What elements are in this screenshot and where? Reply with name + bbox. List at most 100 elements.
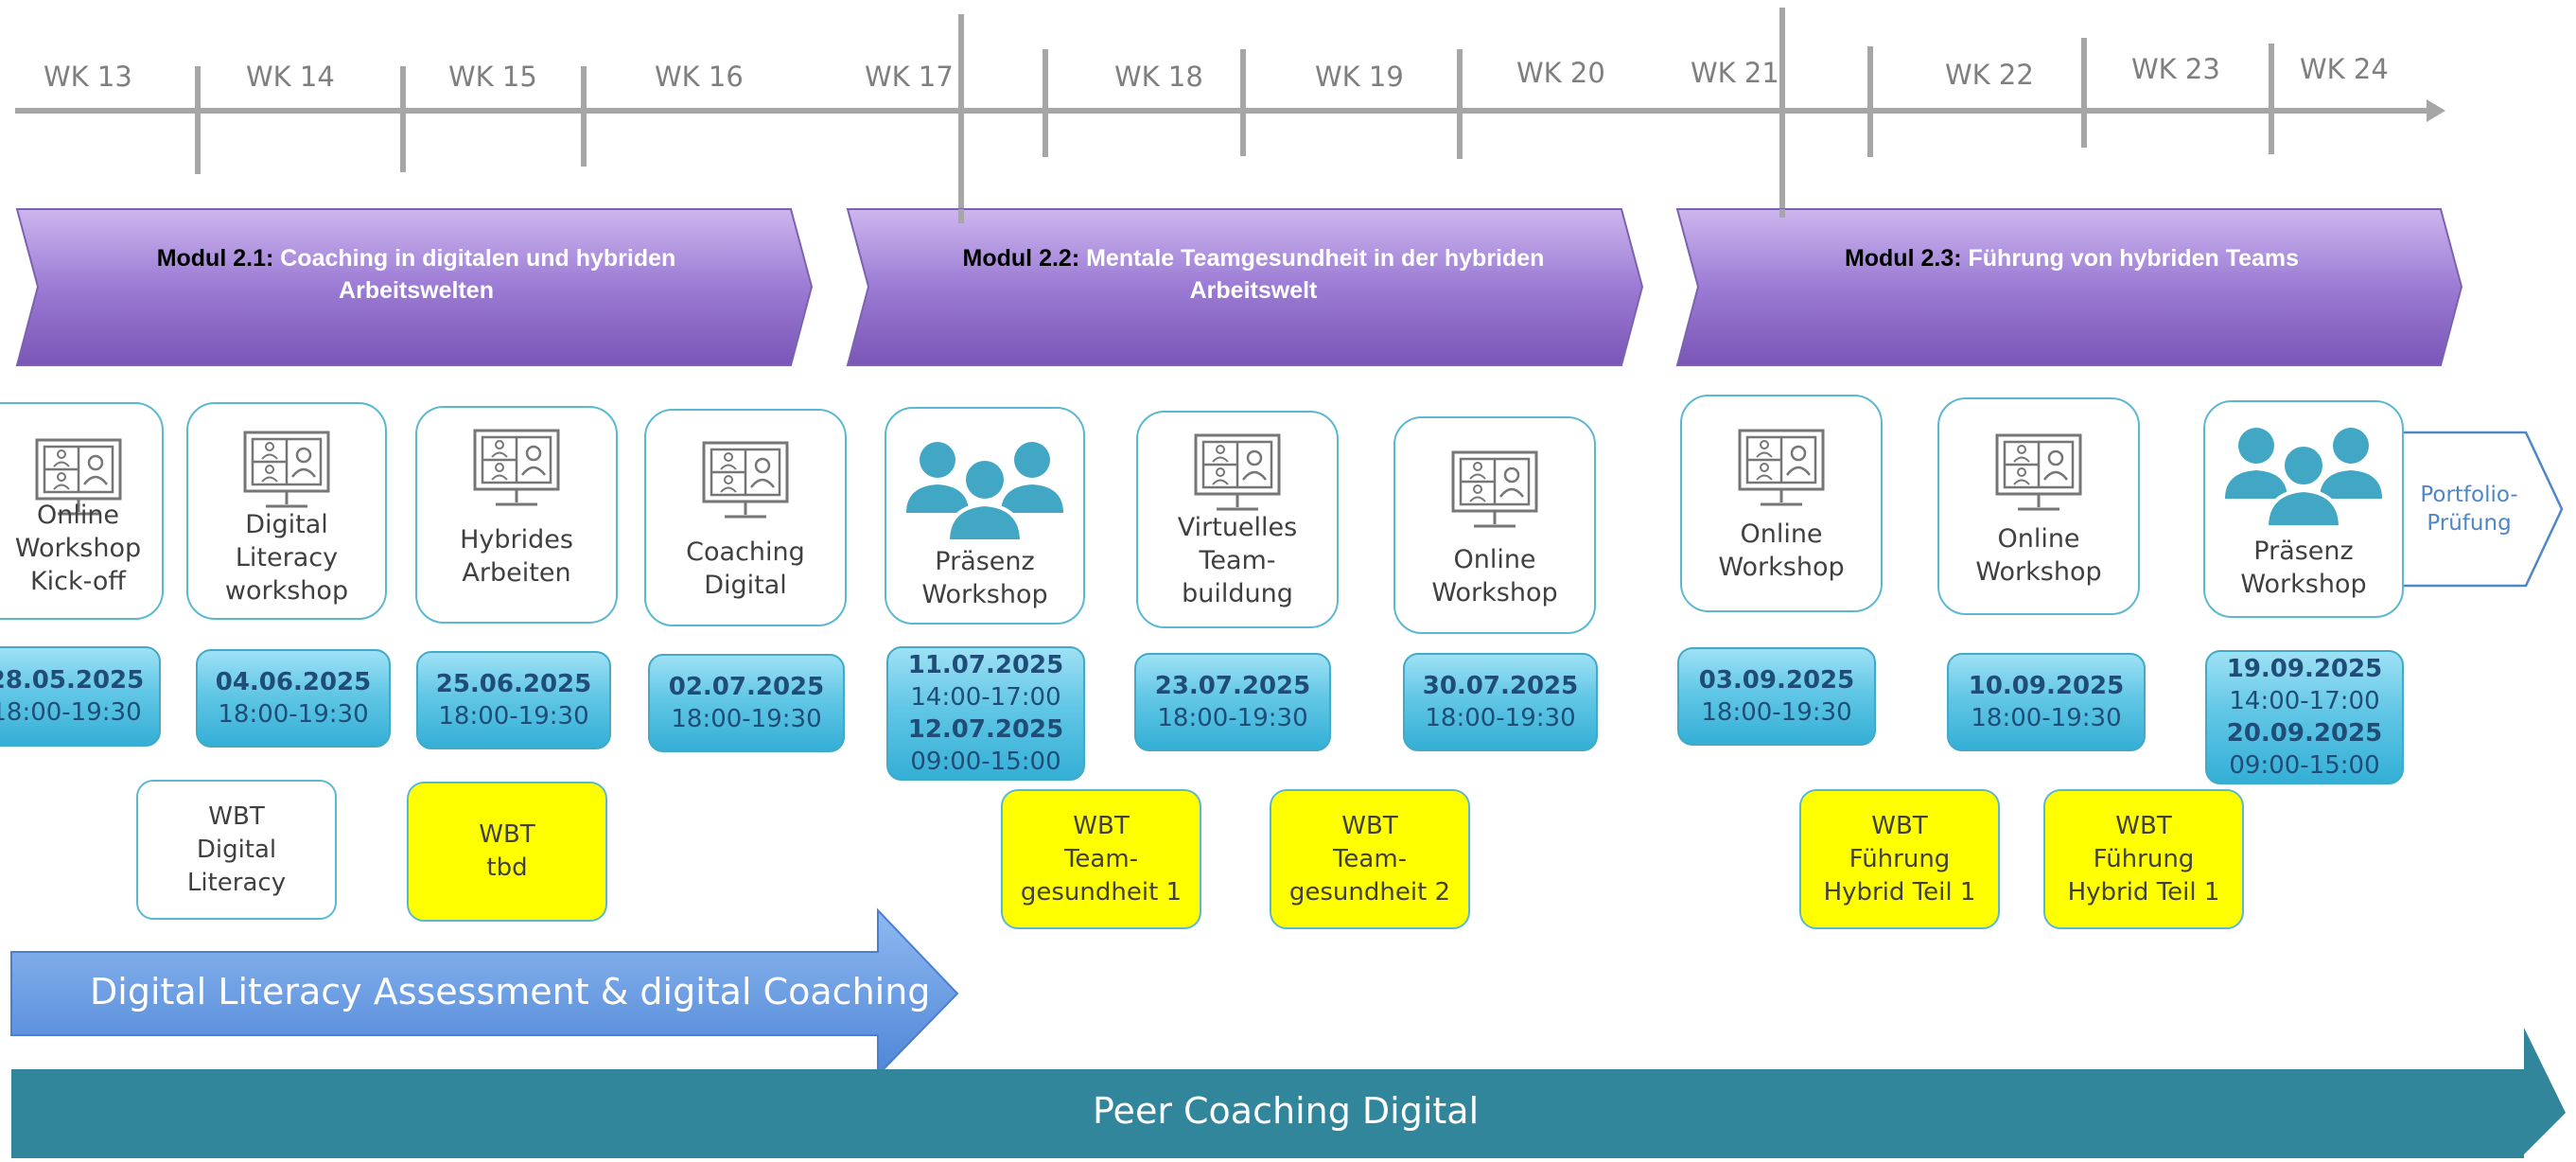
event-time: 18:00-19:30 (1971, 704, 2122, 732)
event-card-online-kickoff: Online Workshop Kick-off (0, 402, 164, 620)
assessment-arrow-label: Digital Literacy Assessment & digital Co… (90, 971, 931, 1012)
date-box: 11.07.2025 14:00-17:00 12.07.2025 09:00-… (886, 646, 1085, 781)
event-label-line: Workshop (921, 580, 1048, 609)
monitor-icon (702, 441, 789, 519)
event-label-line: Online (36, 501, 120, 530)
wbt-line: WBT (1871, 811, 1928, 840)
event-time: 14:00-17:00 (910, 683, 1061, 712)
event-label-line: workshop (224, 576, 349, 606)
event-time: 18:00-19:30 (218, 700, 369, 729)
event-time: 18:00-19:30 (438, 702, 589, 731)
module-name-2: Mentale Teamgesundheit in der hybriden A… (1086, 245, 1545, 304)
week-label-14: WK 14 (246, 61, 335, 93)
event-label-line: Arbeiten (462, 558, 571, 588)
event-time: 14:00-17:00 (2229, 687, 2380, 715)
wbt-line: Hybrid Teil 1 (2067, 877, 2220, 907)
wbt-box-teamgesundheit-1: WBT Team- gesundheit 1 (1001, 789, 1201, 929)
week-label-23: WK 23 (2131, 53, 2220, 85)
wbt-line: WBT (479, 820, 535, 849)
week-label-19: WK 19 (1315, 61, 1404, 93)
event-label-line: Workshop (1718, 553, 1845, 582)
event-label-line: Workshop (14, 534, 142, 563)
event-date: 28.05.2025 (0, 666, 145, 695)
peer-arrow-shape (11, 1028, 2566, 1158)
event-card-coaching-digital: Coaching Digital (644, 409, 847, 626)
wbt-line: Team- (1332, 844, 1408, 873)
module-title-2: Modul 2.2: Mentale Teamgesundheit in der… (932, 242, 1575, 307)
event-label-line: Virtuelles (1177, 513, 1298, 542)
wbt-line: gesundheit 2 (1288, 877, 1451, 907)
event-time: 09:00-15:00 (910, 748, 1061, 776)
event-card-praesenz-2: Präsenz Workshop (2203, 400, 2404, 618)
wbt-line: Literacy (186, 868, 287, 897)
event-time: 18:00-19:30 (1157, 704, 1308, 732)
event-time: 18:00-19:30 (1701, 698, 1852, 727)
event-date: 19.09.2025 (2226, 655, 2383, 683)
assessment-arrow-shape (10, 907, 959, 1078)
module-chevron-1 (15, 208, 814, 366)
monitor-icon (1451, 450, 1538, 528)
event-label-line: Coaching (686, 537, 805, 567)
module-chevron-2 (846, 208, 1644, 366)
module-name-1: Coaching in digitalen und hybriden Arbei… (280, 245, 676, 304)
wbt-line: Team- (1063, 844, 1139, 873)
event-card-digital-literacy: Digital Literacy workshop (186, 402, 387, 620)
wbt-line: WBT (1341, 811, 1398, 840)
date-box: 19.09.2025 14:00-17:00 20.09.2025 09:00-… (2205, 650, 2404, 784)
wbt-box-fuehrung-hybrid-1: WBT Führung Hybrid Teil 1 (1799, 789, 2000, 929)
wbt-box-fuehrung-hybrid-2: WBT Führung Hybrid Teil 1 (2043, 789, 2244, 929)
wbt-line: Hybrid Teil 1 (1823, 877, 1976, 907)
timeline-axis (15, 8, 2445, 223)
event-label-line: Hybrides (460, 525, 573, 555)
wbt-line: WBT (1073, 811, 1130, 840)
monitor-icon (473, 429, 560, 506)
group-icon (906, 440, 1063, 543)
wbt-line: Führung (1849, 844, 1951, 873)
event-date: 02.07.2025 (668, 673, 825, 701)
week-label-20: WK 20 (1516, 57, 1605, 89)
date-box: 25.06.2025 18:00-19:30 (416, 651, 611, 749)
monitor-icon (1194, 433, 1281, 511)
date-box: 03.09.2025 18:00-19:30 (1677, 647, 1876, 746)
event-time: 18:00-19:30 (1425, 704, 1576, 732)
event-card-online-workshop-2: Online Workshop (1680, 395, 1883, 612)
event-date: 11.07.2025 (907, 651, 1064, 679)
peer-arrow-label: Peer Coaching Digital (1093, 1090, 1480, 1132)
wbt-box-teamgesundheit-2: WBT Team- gesundheit 2 (1270, 789, 1470, 929)
module-name-3: Führung von hybriden Teams (1968, 245, 2300, 272)
portfolio-label: Portfolio- Prüfung (2393, 481, 2545, 537)
event-date: 25.06.2025 (435, 670, 592, 698)
week-label-21: WK 21 (1691, 57, 1779, 89)
portfolio-line: Portfolio- (2420, 483, 2518, 507)
date-box: 30.07.2025 18:00-19:30 (1403, 653, 1598, 751)
event-time: 09:00-15:00 (2229, 751, 2380, 780)
module-title-3: Modul 2.3: Führung von hybriden Teams (1769, 242, 2374, 274)
week-label-15: WK 15 (448, 61, 537, 93)
module-chevrons (15, 208, 2463, 366)
monitor-icon (1995, 433, 2082, 511)
portfolio-line: Prüfung (2427, 511, 2512, 536)
event-card-hybrides-arbeiten: Hybrides Arbeiten (415, 406, 618, 624)
wbt-line: tbd (486, 854, 528, 882)
event-label-line: Online (1740, 519, 1823, 549)
event-date: 04.06.2025 (215, 668, 372, 696)
event-card-online-workshop-1: Online Workshop (1393, 416, 1596, 634)
wbt-line: WBT (2115, 811, 2172, 840)
week-label-18: WK 18 (1114, 61, 1203, 93)
event-label-line: Kick-off (29, 567, 127, 596)
event-time: 18:00-19:30 (671, 705, 822, 733)
event-label-line: Workshop (1975, 557, 2102, 587)
wbt-line: WBT (208, 801, 265, 831)
wbt-line: Digital (196, 835, 277, 864)
event-label-line: Workshop (2240, 570, 2367, 599)
event-card-online-workshop-3: Online Workshop (1937, 397, 2140, 615)
week-label-22: WK 22 (1945, 59, 2034, 91)
week-label-24: WK 24 (2300, 53, 2389, 85)
date-box: 10.09.2025 18:00-19:30 (1947, 653, 2146, 751)
date-box: 23.07.2025 18:00-19:30 (1134, 653, 1331, 751)
event-label-line: Präsenz (935, 547, 1035, 576)
event-date: 23.07.2025 (1154, 672, 1311, 700)
week-label-17: WK 17 (865, 61, 954, 93)
event-label-line: Team- (1199, 546, 1276, 575)
module-key-1: Modul 2.1: (156, 245, 274, 272)
